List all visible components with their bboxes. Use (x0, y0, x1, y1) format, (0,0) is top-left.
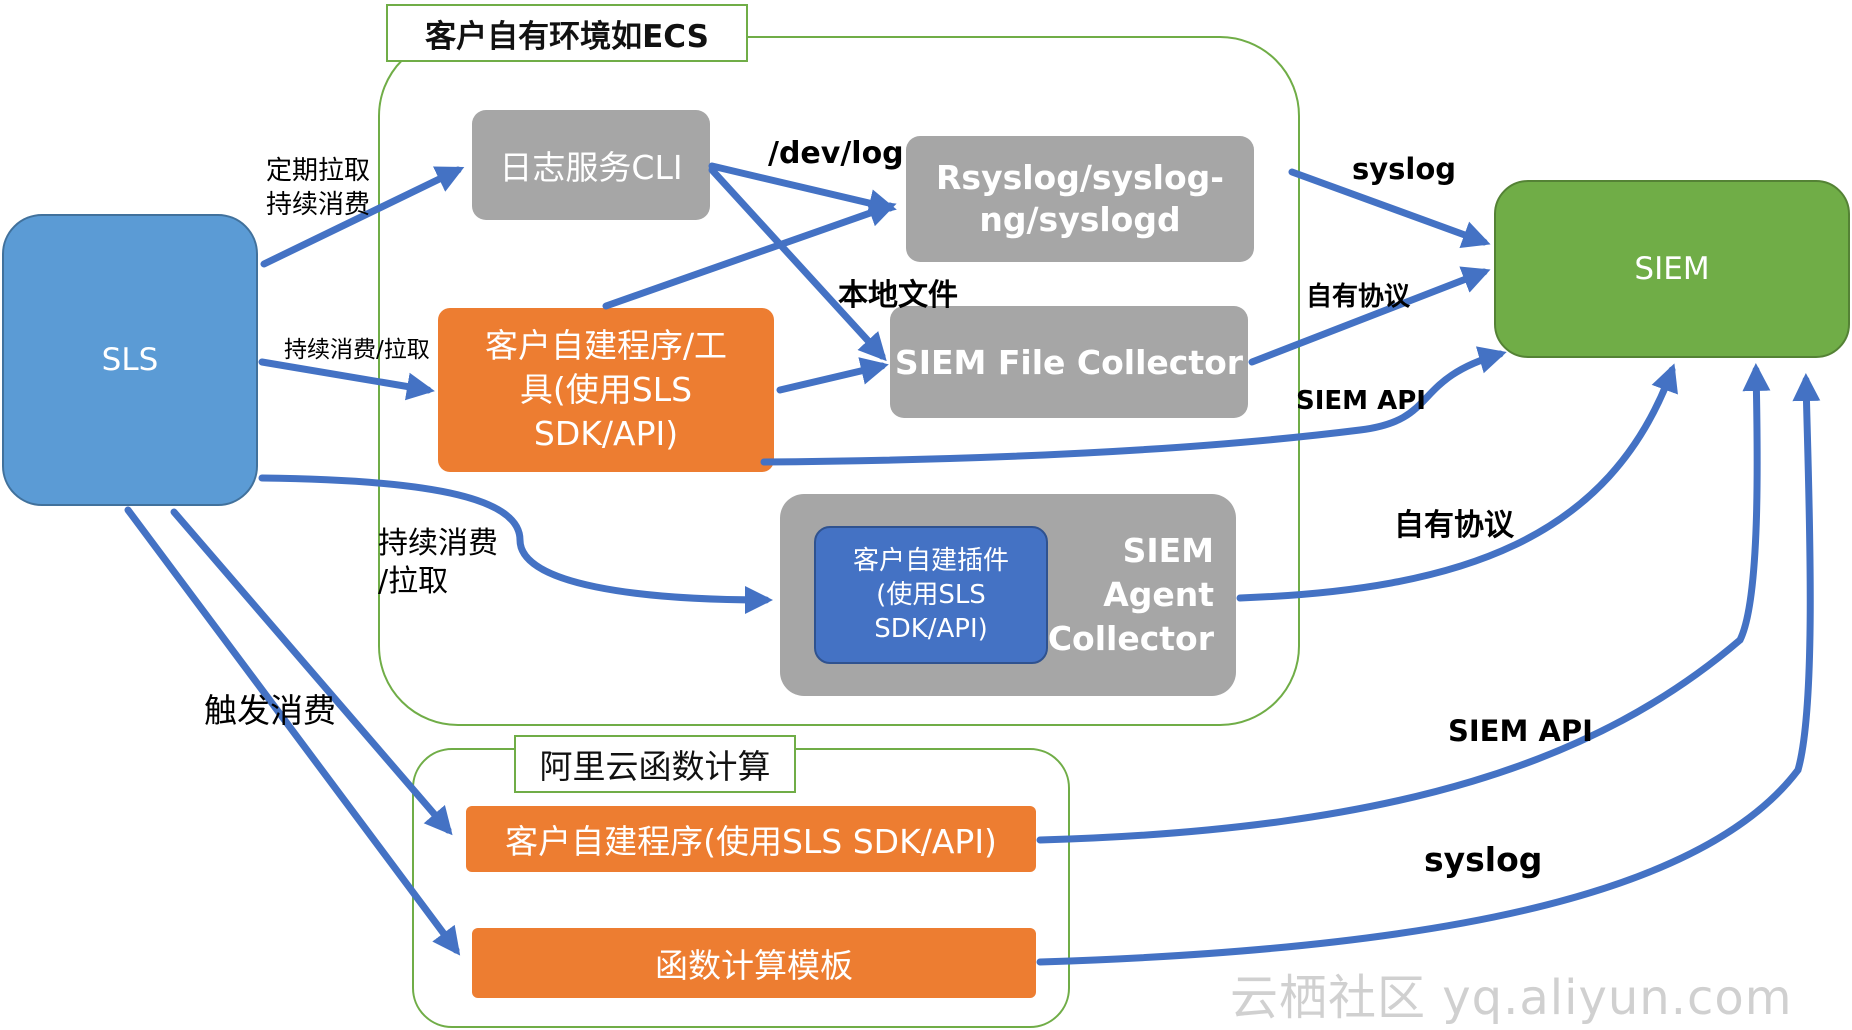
plugin-label-line2: (使用SLS (876, 580, 986, 610)
siem-file-collector-node: SIEM File Collector (890, 306, 1248, 418)
label-consume2-line2: /拉取 (378, 564, 449, 599)
agent-label-line2: Agent (1103, 575, 1214, 614)
log-service-cli-node: 日志服务CLI (472, 110, 710, 220)
custom-program-line1: 客户自建程序/工 (484, 326, 728, 365)
fc-custom-program-node: 客户自建程序(使用SLS SDK/API) (466, 806, 1036, 872)
rsyslog-label-line1: Rsyslog/syslog- (936, 158, 1224, 197)
label-consume2-line1: 持续消费 (378, 526, 498, 561)
label-own-protocol-1: 自有协议 (1306, 282, 1411, 312)
label-pull-line2: 持续消费 (266, 190, 371, 220)
custom-program-node: 客户自建程序/工 具(使用SLS SDK/API) (438, 308, 774, 472)
agent-collector-label: SIEM Agent Collector (1048, 529, 1214, 661)
sls-node: SLS (2, 214, 258, 506)
watermark: 云栖社区 yq.aliyun.com (1230, 970, 1793, 1026)
customer-plugin-node: 客户自建插件 (使用SLS SDK/API) (814, 526, 1048, 664)
file-collector-label: SIEM File Collector (894, 342, 1244, 382)
fc-template-node: 函数计算模板 (472, 928, 1036, 998)
plugin-label-line3: SDK/API) (874, 614, 988, 644)
label-siem-api-1: SIEM API (1296, 386, 1426, 416)
agent-label-line1: SIEM (1122, 531, 1214, 570)
label-local-file: 本地文件 (838, 278, 958, 313)
label-trigger: 触发消费 (204, 691, 336, 730)
label-syslog-bottom: syslog (1424, 840, 1543, 879)
custom-program-line2: 具(使用SLS (519, 370, 693, 409)
fc-title-text: 阿里云函数计算 (539, 747, 771, 786)
agent-label-line3: Collector (1047, 619, 1214, 658)
rsyslog-label-line2: ng/syslogd (979, 200, 1181, 239)
label-consume-pull: 持续消费/拉取 (284, 337, 430, 363)
label-own-protocol-2: 自有协议 (1394, 508, 1514, 543)
label-dev-log: /dev/log (768, 136, 904, 171)
label-syslog-top: syslog (1352, 152, 1457, 186)
siem-label: SIEM (1634, 251, 1710, 287)
function-compute-title: 阿里云函数计算 (514, 735, 796, 793)
ecs-title-text: 客户自有环境如ECS (425, 18, 709, 55)
sls-label: SLS (101, 342, 159, 378)
fc-program-label: 客户自建程序(使用SLS SDK/API) (505, 822, 997, 861)
label-pull-line1: 定期拉取 (266, 156, 371, 186)
ecs-environment-title: 客户自有环境如ECS (386, 4, 748, 62)
siem-node: SIEM (1494, 180, 1850, 358)
cli-label: 日志服务CLI (499, 148, 683, 187)
rsyslog-node: Rsyslog/syslog- ng/syslogd (906, 136, 1254, 262)
fc-template-label: 函数计算模板 (655, 946, 853, 985)
custom-program-line3: SDK/API) (533, 414, 679, 453)
label-siem-api-2: SIEM API (1448, 714, 1593, 748)
plugin-label-line1: 客户自建插件 (852, 546, 1009, 576)
